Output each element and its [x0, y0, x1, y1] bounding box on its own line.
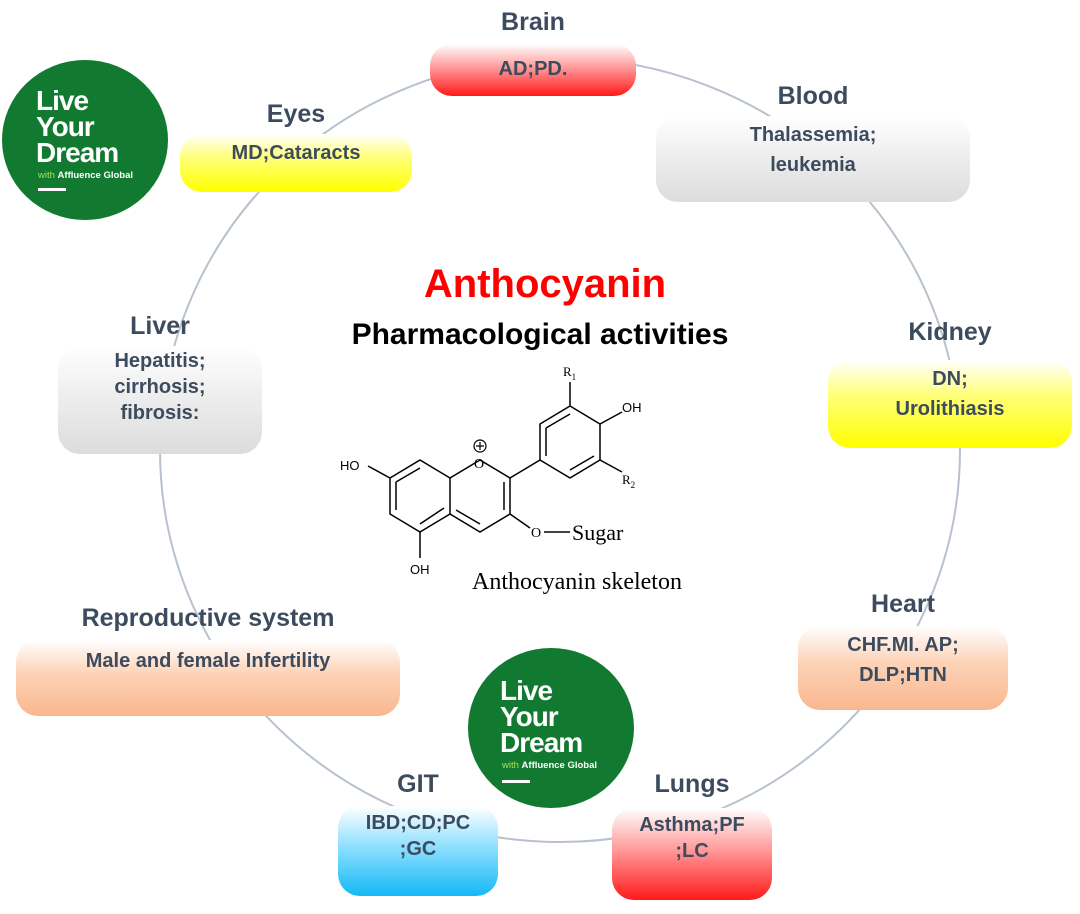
eyes-conditions-box: MD;Cataracts — [180, 134, 412, 192]
organ-git: GIT IBD;CD;PC ;GC — [338, 770, 498, 896]
r1-label: R1 — [563, 364, 576, 382]
heart-condition-1: CHF.MI. AP; — [847, 634, 959, 656]
liver-title: Liver — [130, 312, 190, 340]
logo-word-your: Your — [36, 111, 95, 142]
logo-underline — [502, 780, 530, 783]
logo-tagline: with Affluence Global — [502, 760, 598, 771]
lungs-condition-2: ;LC — [675, 840, 709, 862]
kidney-condition-1: DN; — [932, 368, 968, 390]
diagram-title: Anthocyanin — [423, 262, 667, 306]
organ-heart: Heart CHF.MI. AP; DLP;HTN — [798, 590, 1008, 710]
organ-eyes: Eyes MD;Cataracts — [180, 96, 412, 194]
brain-conditions-box: AD;PD. — [430, 44, 636, 96]
lungs-title: Lungs — [654, 770, 730, 798]
heart-condition-2: DLP;HTN — [859, 664, 947, 686]
liver-conditions-box: Hepatitis; cirrhosis; fibrosis: — [58, 346, 262, 454]
repro-condition: Male and female Infertility — [85, 650, 331, 672]
oh-a-ring-bottom-label: OH — [410, 562, 430, 577]
positive-charge-icon — [473, 439, 487, 453]
sugar-label: Sugar — [572, 520, 624, 545]
heart-title: Heart — [871, 590, 935, 618]
skeleton-caption: Anthocyanin skeleton — [472, 569, 682, 595]
heart-conditions-box: CHF.MI. AP; DLP;HTN — [798, 626, 1008, 710]
kidney-title: Kidney — [908, 318, 992, 346]
repro-title: Reproductive system — [81, 604, 335, 632]
organ-reproductive-system: Reproductive system Male and female Infe… — [16, 604, 400, 716]
ho-a-ring-label: HO — [340, 458, 360, 473]
diagram-subtitle: Pharmacological activities — [351, 318, 729, 351]
eyes-condition: MD;Cataracts — [231, 142, 361, 164]
blood-condition-1: Thalassemia; — [749, 124, 877, 146]
logo-word-live: Live — [36, 85, 89, 116]
brain-condition: AD;PD. — [498, 58, 568, 80]
logo-word-dream: Dream — [36, 137, 119, 168]
logo-word-your: Your — [500, 701, 559, 732]
ring-oxygen-label: O — [474, 457, 484, 472]
blood-condition-2: leukemia — [770, 154, 856, 176]
git-conditions-box: IBD;CD;PC ;GC — [338, 806, 498, 896]
organ-brain: Brain AD;PD. — [430, 8, 636, 96]
brain-title: Brain — [501, 8, 565, 36]
git-condition-2: ;GC — [399, 838, 437, 860]
blood-title: Blood — [777, 82, 849, 110]
organ-kidney: Kidney DN; Urolithiasis — [828, 318, 1072, 450]
oh-b-ring-label: OH — [622, 400, 642, 415]
git-title: GIT — [397, 770, 439, 798]
organ-lungs: Lungs Asthma;PF ;LC — [612, 770, 772, 902]
kidney-condition-2: Urolithiasis — [895, 398, 1005, 420]
logo-word-live: Live — [500, 675, 553, 706]
repro-conditions-box: Male and female Infertility — [16, 640, 400, 716]
brand-logo-bottom: Live Your Dream with Affluence Global — [468, 648, 634, 808]
liver-condition-3: fibrosis: — [120, 402, 200, 424]
liver-condition-2: cirrhosis; — [114, 376, 206, 398]
liver-condition-1: Hepatitis; — [114, 350, 206, 372]
logo-tagline: with Affluence Global — [38, 170, 134, 181]
lungs-conditions-box: Asthma;PF ;LC — [612, 808, 772, 900]
r2-label: R2 — [622, 472, 635, 490]
brand-logo-top: Live Your Dream with Affluence Global — [2, 60, 168, 220]
logo-word-dream: Dream — [500, 727, 583, 758]
anthocyanin-skeleton-structure: O R1 OH R2 HO OH O Sugar Anthocyanin ske… — [340, 364, 682, 595]
blood-conditions-box: Thalassemia; leukemia — [656, 116, 970, 202]
glycoside-oxygen-label: O — [531, 526, 541, 541]
git-condition-1: IBD;CD;PC — [365, 812, 471, 834]
organ-liver: Liver Hepatitis; cirrhosis; fibrosis: — [58, 312, 262, 454]
logo-underline — [38, 188, 66, 191]
kidney-conditions-box: DN; Urolithiasis — [828, 360, 1072, 448]
organ-blood: Blood Thalassemia; leukemia — [656, 82, 970, 202]
eyes-title: Eyes — [266, 100, 326, 128]
lungs-condition-1: Asthma;PF — [639, 814, 745, 836]
